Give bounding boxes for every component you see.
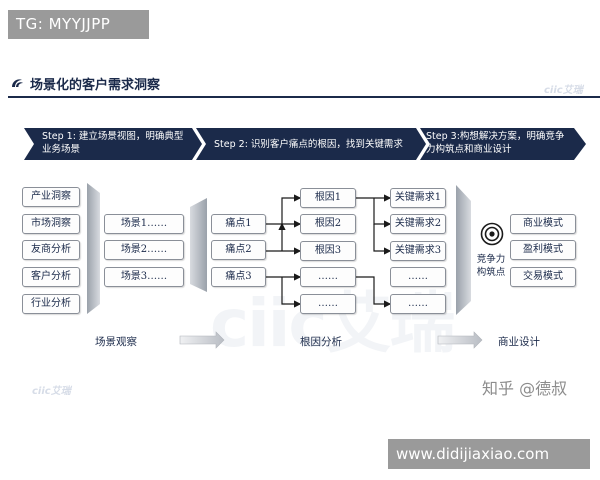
- watermark-tag: TG: MYYJJPP: [8, 10, 149, 39]
- step-3-label: Step 3:构想解决方案，明确竞争力构筑点和商业设计: [426, 131, 565, 155]
- flow-arrow-2: [437, 331, 483, 349]
- business-model-box: 盈利模式: [510, 240, 576, 260]
- root-cause-box: 根因1: [300, 188, 356, 208]
- section-label-scene: 场景观察: [95, 336, 137, 348]
- funnel-mid: [190, 198, 207, 292]
- flow-arrow-1: [179, 331, 225, 349]
- scenario-box: 场景2……: [104, 240, 184, 260]
- root-cause-box: ……: [300, 267, 356, 287]
- pain-point-box: 痛点1: [211, 214, 266, 234]
- scenario-box: 场景1……: [104, 214, 184, 234]
- business-model-box: 商业模式: [510, 214, 576, 234]
- step-banner: [24, 128, 586, 160]
- key-need-box: 关键需求3: [390, 241, 446, 261]
- page-title: 场景化的客户需求洞察: [30, 78, 161, 93]
- key-need-box: 关键需求1: [390, 188, 446, 208]
- logo-watermark-small: ciic艾瑞: [32, 386, 71, 397]
- key-need-box: ……: [390, 294, 446, 314]
- competitive-point-label: 竞争力构筑点: [476, 254, 506, 278]
- step-1-label: Step 1: 建立场景视图，明确典型业务场景: [42, 131, 184, 155]
- step-2-label: Step 2: 识别客户痛点的根因，找到关键需求: [214, 139, 403, 150]
- swirl-logo-icon: [12, 79, 23, 87]
- input-box: 产业洞察: [22, 187, 80, 207]
- zhihu-watermark: 知乎 @德叔: [482, 379, 568, 398]
- input-box: 市场洞察: [22, 214, 80, 234]
- root-cause-box: 根因3: [300, 241, 356, 261]
- target-icon: [480, 222, 504, 246]
- section-label-root: 根因分析: [300, 336, 342, 348]
- funnel-right: [456, 185, 471, 315]
- section-label-business: 商业设计: [498, 336, 540, 348]
- input-box: 客户分析: [22, 267, 80, 287]
- input-box: 友商分析: [22, 240, 80, 260]
- logo-watermark-small: ciic艾瑞: [544, 85, 583, 96]
- root-cause-box: ……: [300, 294, 356, 314]
- header-rule: [8, 96, 600, 98]
- pain-point-box: 痛点3: [211, 267, 266, 287]
- funnel-left: [87, 183, 100, 314]
- key-need-box: 关键需求2: [390, 214, 446, 234]
- key-need-box: ……: [390, 267, 446, 287]
- root-cause-box: 根因2: [300, 214, 356, 234]
- business-model-box: 交易模式: [510, 267, 576, 287]
- site-watermark: www.didijiaxiao.com: [388, 439, 590, 469]
- input-box: 行业分析: [22, 294, 80, 314]
- pain-point-box: 痛点2: [211, 240, 266, 260]
- scenario-box: 场景3……: [104, 267, 184, 287]
